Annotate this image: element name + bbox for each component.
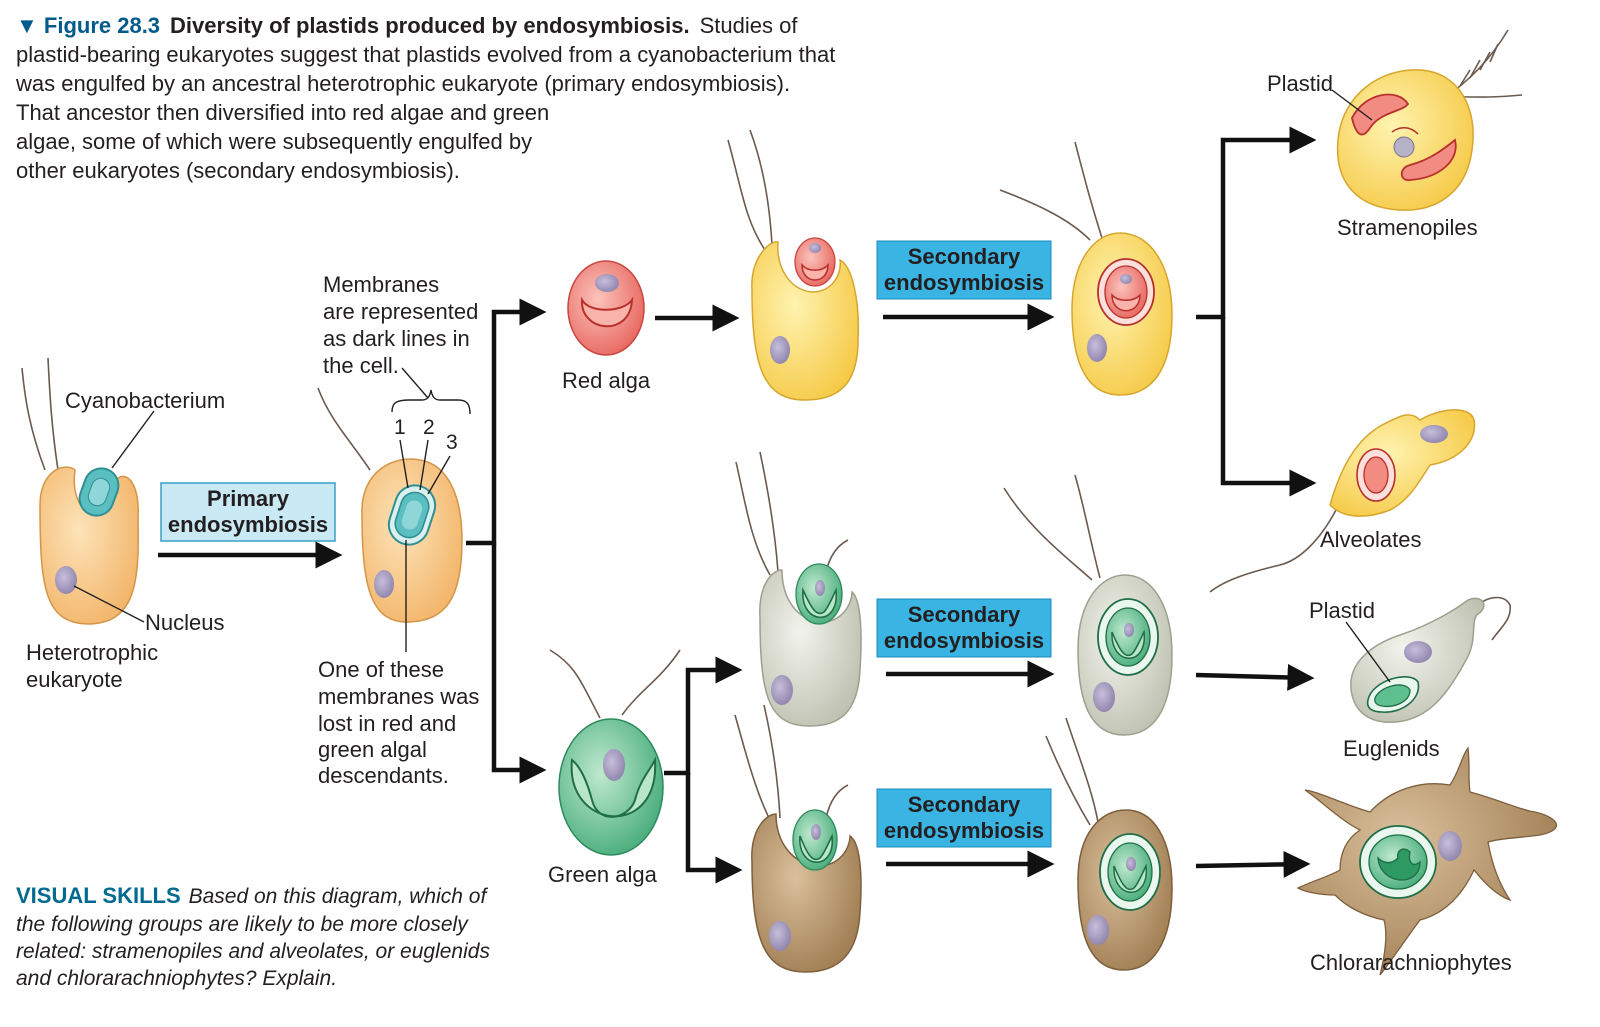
nucleus-label: Nucleus — [145, 610, 224, 635]
lost-note-line-3: lost in red and — [318, 711, 456, 736]
figure-caption-line-3: was engulfed by an ancestral heterotroph… — [15, 71, 790, 96]
branch-arrow-gray — [664, 656, 743, 776]
branch-arrow-stramenopiles — [1196, 126, 1317, 320]
branch-arrow-brown — [685, 773, 743, 884]
cyanobacterium-label: Cyanobacterium — [65, 388, 225, 413]
euglenids-label: Euglenids — [1343, 736, 1440, 761]
secondary-endosymbiosis-box-red: Secondary endosymbiosis — [876, 240, 1052, 300]
branch-arrow-alveolates — [1220, 317, 1317, 497]
red-alga-cell — [567, 260, 645, 356]
nucleus-icon — [769, 921, 791, 951]
plastid-euglenid-label: Plastid — [1309, 598, 1375, 623]
secondary-green1-line-1: Secondary — [908, 602, 1021, 627]
alveolate-cell — [1209, 409, 1476, 593]
lost-note-line-5: descendants. — [318, 763, 449, 788]
brown-secondary-cell — [1045, 717, 1173, 971]
membranes-note-line-2: are represented — [323, 299, 478, 324]
secondary-red-line-2: endosymbiosis — [884, 270, 1044, 295]
secondary-red-line-1: Secondary — [908, 244, 1021, 269]
lost-note-line-1: One of these — [318, 657, 444, 682]
membranes-note-line-4: the cell. — [323, 353, 399, 378]
nucleus-icon — [1438, 831, 1462, 861]
secondary-endosymbiosis-box-green-2: Secondary endosymbiosis — [876, 788, 1052, 848]
gray-host-engulfing-cell — [735, 451, 862, 727]
chlorarachniophyte-arrow — [1195, 850, 1311, 878]
secondary-endosymbiosis-box-green-1: Secondary endosymbiosis — [876, 598, 1052, 658]
visual-skills-line-2: the following groups are likely to be mo… — [16, 913, 469, 936]
primary-box-line-2: endosymbiosis — [168, 512, 328, 537]
figure-caption-line-6: other eukaryotes (secondary endosymbiosi… — [16, 158, 460, 183]
primary-endosymbiont-cell — [317, 387, 463, 623]
nucleus-icon — [770, 336, 790, 364]
nucleus-icon — [374, 570, 394, 598]
red-alga-label: Red alga — [562, 368, 651, 393]
nucleus-icon — [1404, 641, 1432, 663]
gray-secondary-cell — [1003, 474, 1173, 736]
heterotrophic-eukaryote-cell — [21, 357, 140, 625]
secondary-green1-line-2: endosymbiosis — [884, 628, 1044, 653]
nucleus-icon — [55, 566, 77, 594]
green-alga-label: Green alga — [548, 862, 658, 887]
plastid-top-label: Plastid — [1267, 71, 1333, 96]
visual-skills-line-3: related: stramenopiles and alveolates, o… — [16, 940, 490, 963]
nucleus-icon — [771, 675, 793, 705]
chlorarachniophytes-label: Chlorarachniophytes — [1310, 950, 1512, 975]
heterotrophic-label-line-1: Heterotrophic — [26, 640, 158, 665]
membrane-number-3: 3 — [446, 431, 458, 454]
chlorarachniophyte-cell — [1296, 746, 1558, 976]
green-alga-cell — [549, 649, 681, 856]
membrane-number-2: 2 — [423, 416, 435, 439]
lost-note-line-4: green algal — [318, 737, 427, 762]
secondary-green2-line-1: Secondary — [908, 792, 1021, 817]
nucleus-icon — [1087, 334, 1107, 362]
membranes-brace — [391, 389, 471, 415]
nucleus-icon — [1093, 682, 1115, 712]
primary-box-line-1: Primary — [207, 486, 290, 511]
visual-skills-line-4: and chlorarachniophytes? Explain. — [16, 967, 337, 990]
heterotrophic-label-line-2: eukaryote — [26, 667, 123, 692]
nucleus-icon — [603, 749, 625, 781]
yellow-host-engulfing-cell — [727, 129, 860, 401]
nucleus-icon — [1420, 425, 1448, 443]
nucleus-icon — [1087, 915, 1109, 945]
stramenopiles-label: Stramenopiles — [1337, 215, 1478, 240]
brown-host-engulfing-cell — [734, 704, 862, 973]
alveolates-label: Alveolates — [1320, 527, 1422, 552]
yellow-secondary-cell — [999, 141, 1173, 396]
lost-note-line-2: membranes was — [318, 684, 479, 709]
membrane-number-1: 1 — [394, 416, 406, 439]
figure-caption-line-5: algae, some of which were subsequently e… — [16, 129, 532, 154]
primary-endosymbiosis-box: Primary endosymbiosis — [160, 482, 336, 542]
membranes-note-line-3: as dark lines in — [323, 326, 470, 351]
membranes-note-line-1: Membranes — [323, 272, 439, 297]
plastid-icon — [1351, 93, 1410, 136]
figure-caption-line-2: plastid-bearing eukaryotes suggest that … — [16, 42, 835, 67]
branch-arrow-red — [466, 298, 547, 546]
euglenid-arrow — [1195, 663, 1315, 691]
branch-arrow-green — [491, 543, 547, 784]
nucleus-icon — [595, 274, 619, 292]
euglenid-cell — [1350, 596, 1511, 723]
figure-caption-line-4: That ancestor then diversified into red … — [16, 100, 549, 125]
stramenopile-cell — [1336, 29, 1523, 211]
secondary-green2-line-2: endosymbiosis — [884, 818, 1044, 843]
